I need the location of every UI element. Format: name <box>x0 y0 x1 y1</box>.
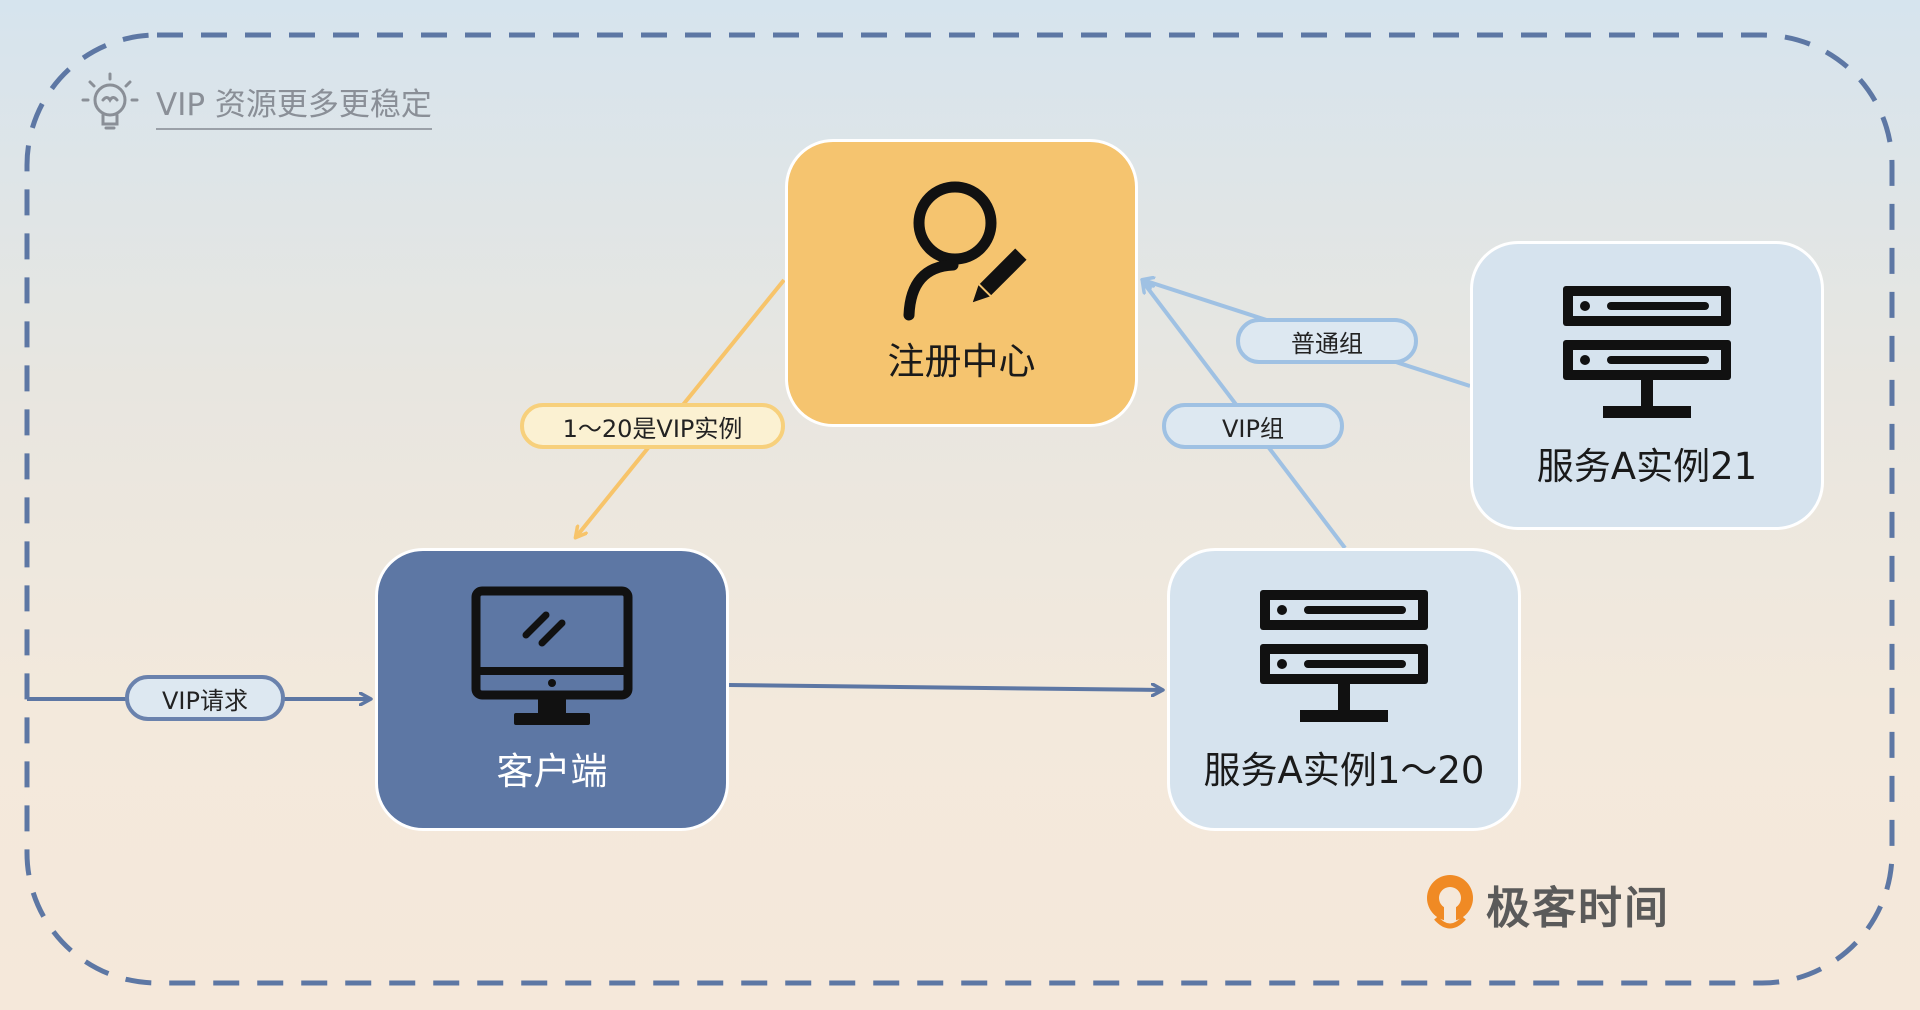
server-icon <box>1256 586 1432 734</box>
server-icon <box>1559 282 1735 430</box>
edge-client-to-service-main <box>728 685 1162 690</box>
lightbulb-icon <box>78 70 142 138</box>
edge-label-vip-group: VIP组 <box>1162 403 1344 449</box>
user-edit-icon <box>897 181 1027 325</box>
edge-label-vip-request: VIP请求 <box>125 675 285 721</box>
service-main-label: 服务A实例1～20 <box>1203 748 1485 792</box>
client-node: 客户端 <box>375 548 729 831</box>
dashed-frame <box>24 32 1895 986</box>
monitor-icon <box>470 585 634 735</box>
edge-label-vip-range: 1～20是VIP实例 <box>520 403 785 449</box>
geektime-logo-icon <box>1424 870 1478 938</box>
brand-name: 极客时间 <box>1486 883 1670 934</box>
client-label: 客户端 <box>496 749 608 793</box>
brand-logo: 极客时间 <box>1424 870 1670 938</box>
title-group: VIP 资源更多更稳定 <box>78 70 432 138</box>
service-21-label: 服务A实例21 <box>1536 444 1758 488</box>
page-title: VIP 资源更多更稳定 <box>156 79 432 130</box>
edge-label-normal-group: 普通组 <box>1236 318 1418 364</box>
service-21-node: 服务A实例21 <box>1470 241 1824 530</box>
service-main-node: 服务A实例1～20 <box>1167 548 1521 831</box>
registry-node: 注册中心 <box>785 139 1138 427</box>
registry-label: 注册中心 <box>887 340 1036 383</box>
